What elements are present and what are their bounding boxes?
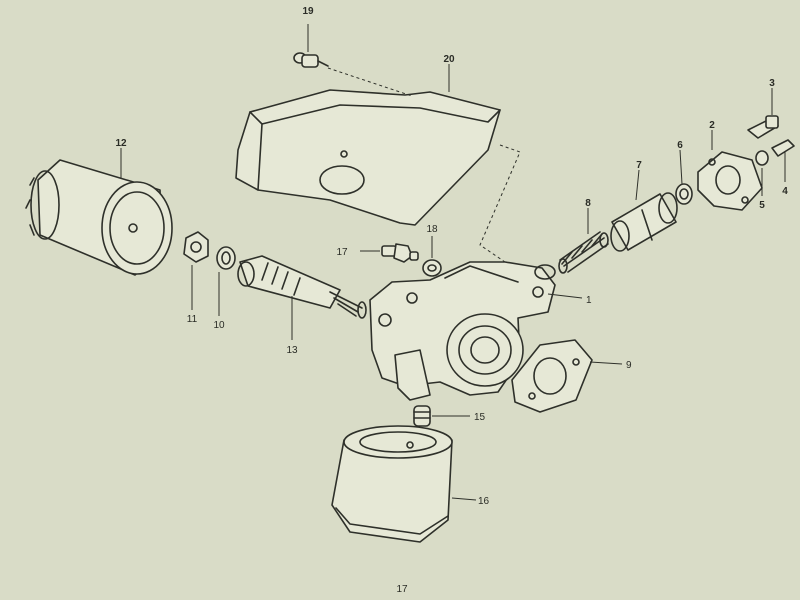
part-1-pump-housing (369, 261, 556, 401)
assembly-line-19 (327, 67, 413, 97)
part-18-washer (422, 259, 442, 277)
part-5-washer (755, 150, 769, 166)
callout-4: 4 (782, 186, 788, 197)
part-16-filter-cartridge (331, 425, 453, 543)
callout-13: 13 (286, 345, 298, 356)
part-3-bolt (747, 115, 779, 139)
callout-1: 1 (586, 295, 592, 306)
part-8-spring (558, 231, 609, 274)
assembly-line-20 (479, 144, 521, 263)
callout-15: 15 (474, 412, 486, 423)
callout-8: 8 (585, 198, 591, 209)
part-9-cover-plate (511, 339, 593, 413)
callout-6: 6 (677, 140, 683, 151)
part-2-flange-cap (697, 151, 763, 211)
callout-5: 5 (759, 200, 765, 211)
callout-20: 20 (443, 54, 455, 65)
part-7-sleeve (610, 192, 678, 252)
part-19-screw (293, 52, 329, 68)
callout-11: 11 (187, 314, 198, 325)
callout-16: 16 (478, 496, 490, 507)
part-10-washer (216, 246, 236, 270)
page-number: 17 (396, 584, 408, 595)
part-17-fitting (381, 243, 419, 263)
callout-labels: 19 20 12 3 2 6 7 8 4 5 1 9 18 17 11 10 1… (115, 6, 788, 507)
part-12-filter-canister (25, 159, 173, 276)
part-20-cover (235, 89, 501, 226)
callout-2: 2 (709, 120, 715, 131)
callout-3: 3 (769, 78, 775, 89)
callout-10: 10 (213, 320, 225, 331)
part-13-shaft (237, 255, 367, 319)
part-4-bolt (771, 139, 795, 157)
callout-12: 12 (115, 138, 127, 149)
part-6-oring (675, 183, 693, 205)
part-15-strainer (413, 405, 431, 427)
callout-7: 7 (636, 160, 642, 171)
callout-18: 18 (426, 224, 438, 235)
callout-17: 17 (336, 247, 348, 258)
part-11-nut (183, 231, 209, 263)
callout-9: 9 (626, 360, 632, 371)
leader-lines (120, 24, 786, 501)
callout-19: 19 (302, 6, 314, 17)
